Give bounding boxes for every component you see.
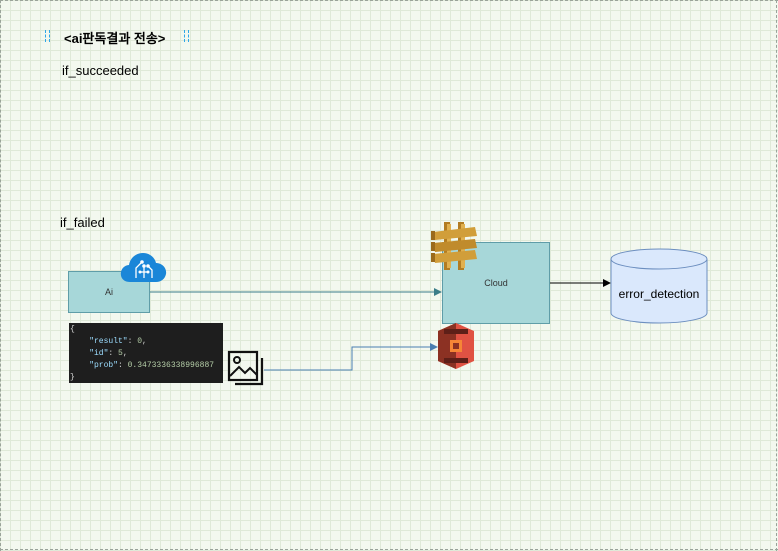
json-open-brace: {	[70, 325, 75, 334]
diagram-title[interactable]: <ai판독결과 전송>	[64, 31, 166, 46]
json-close-brace: }	[70, 373, 75, 382]
json-payload-block[interactable]: { "result": 0, "id": 5, "prob": 0.347333…	[69, 323, 223, 383]
json-key-result: "result"	[89, 337, 128, 346]
canvas-border-bottom	[0, 549, 778, 550]
json-key-id: "id"	[89, 349, 109, 358]
label-if-failed[interactable]: if_failed	[60, 215, 105, 230]
cloud-node-label: Cloud	[484, 278, 508, 288]
ai-cloud-icon	[120, 253, 167, 282]
canvas-border-top	[0, 0, 778, 1]
canvas-border-left	[0, 0, 1, 551]
json-key-prob: "prob"	[89, 361, 119, 370]
ai-node-label: Ai	[104, 287, 113, 297]
json-val-prob: 0.3473336338996887	[127, 361, 215, 370]
edge-image-to-s3	[264, 343, 438, 371]
database-label: error_detection	[618, 287, 700, 301]
api-gateway-icon	[431, 222, 477, 270]
image-icon	[227, 350, 264, 386]
json-val-result: 0	[137, 337, 143, 346]
selection-handle-right[interactable]	[184, 30, 189, 42]
s3-bucket-icon	[438, 323, 474, 369]
canvas-border-right	[776, 0, 777, 551]
selection-handle-left[interactable]	[45, 30, 50, 42]
json-val-id: 5	[118, 349, 123, 358]
label-if-succeeded[interactable]: if_succeeded	[62, 63, 139, 78]
